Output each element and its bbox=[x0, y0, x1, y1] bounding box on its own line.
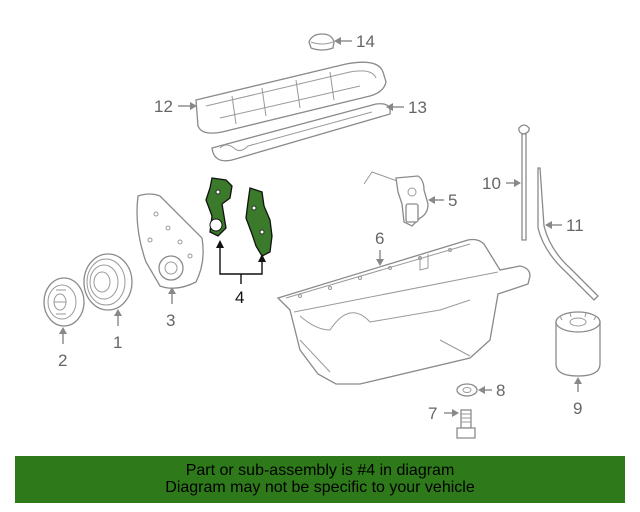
callout-14[interactable]: 14 bbox=[356, 32, 375, 51]
callout-5[interactable]: 5 bbox=[448, 191, 457, 210]
banner-line-1: Part or sub-assembly is #4 in diagram bbox=[185, 462, 455, 479]
callout-13[interactable]: 13 bbox=[408, 98, 427, 117]
part-13-valve-cover-gasket[interactable] bbox=[211, 103, 391, 162]
leader-4 bbox=[219, 246, 263, 284]
arrow-10 bbox=[514, 179, 521, 187]
arrow-4a bbox=[216, 240, 224, 248]
callout-8[interactable]: 8 bbox=[496, 381, 505, 400]
arrow-2 bbox=[59, 327, 67, 334]
part-11-dipstick-tube[interactable] bbox=[537, 167, 599, 301]
callout-3[interactable]: 3 bbox=[166, 311, 175, 330]
arrow-6 bbox=[376, 259, 384, 266]
part-8-drain-plug-washer[interactable] bbox=[456, 383, 478, 397]
part-3-timing-cover[interactable] bbox=[136, 193, 204, 289]
callout-11[interactable]: 11 bbox=[566, 216, 584, 235]
part-1-crankshaft-pulley[interactable] bbox=[83, 253, 133, 311]
part-7-drain-plug[interactable] bbox=[456, 409, 476, 439]
callout-10[interactable]: 10 bbox=[482, 174, 501, 193]
arrow-14 bbox=[334, 37, 341, 45]
callout-7[interactable]: 7 bbox=[428, 404, 437, 423]
part-2-crankshaft-damper[interactable] bbox=[43, 277, 85, 327]
part-12-valve-cover[interactable] bbox=[195, 61, 387, 134]
part-9-oil-filter[interactable] bbox=[555, 311, 601, 377]
arrow-9 bbox=[574, 377, 582, 384]
part-10-dipstick[interactable] bbox=[518, 124, 530, 241]
callout-1[interactable]: 1 bbox=[113, 333, 122, 352]
arrow-3 bbox=[168, 287, 176, 294]
arrow-8 bbox=[478, 386, 485, 394]
arrow-5 bbox=[428, 196, 435, 204]
banner-line-2: Diagram may not be specific to your vehi… bbox=[165, 479, 475, 496]
parts-diagram: 14 12 13 3 4 bbox=[43, 32, 601, 439]
arrow-13 bbox=[386, 103, 393, 111]
arrow-12 bbox=[190, 102, 197, 110]
arrow-7 bbox=[452, 409, 459, 417]
callout-9[interactable]: 9 bbox=[573, 399, 582, 418]
arrow-11 bbox=[545, 221, 552, 229]
callout-12[interactable]: 12 bbox=[154, 97, 173, 116]
callout-6[interactable]: 6 bbox=[375, 229, 384, 248]
arrow-4b bbox=[258, 254, 266, 262]
callout-2[interactable]: 2 bbox=[58, 351, 67, 370]
part-14-oil-filler-cap[interactable] bbox=[308, 33, 335, 51]
part-info-banner: Part or sub-assembly is #4 in diagram Di… bbox=[15, 456, 625, 503]
part-4-timing-cover-gasket-set[interactable] bbox=[205, 177, 273, 257]
callout-4[interactable]: 4 bbox=[235, 288, 244, 307]
part-6-oil-pan[interactable] bbox=[276, 238, 531, 385]
part-5-oil-pump[interactable] bbox=[363, 171, 429, 227]
arrow-1 bbox=[114, 309, 122, 316]
